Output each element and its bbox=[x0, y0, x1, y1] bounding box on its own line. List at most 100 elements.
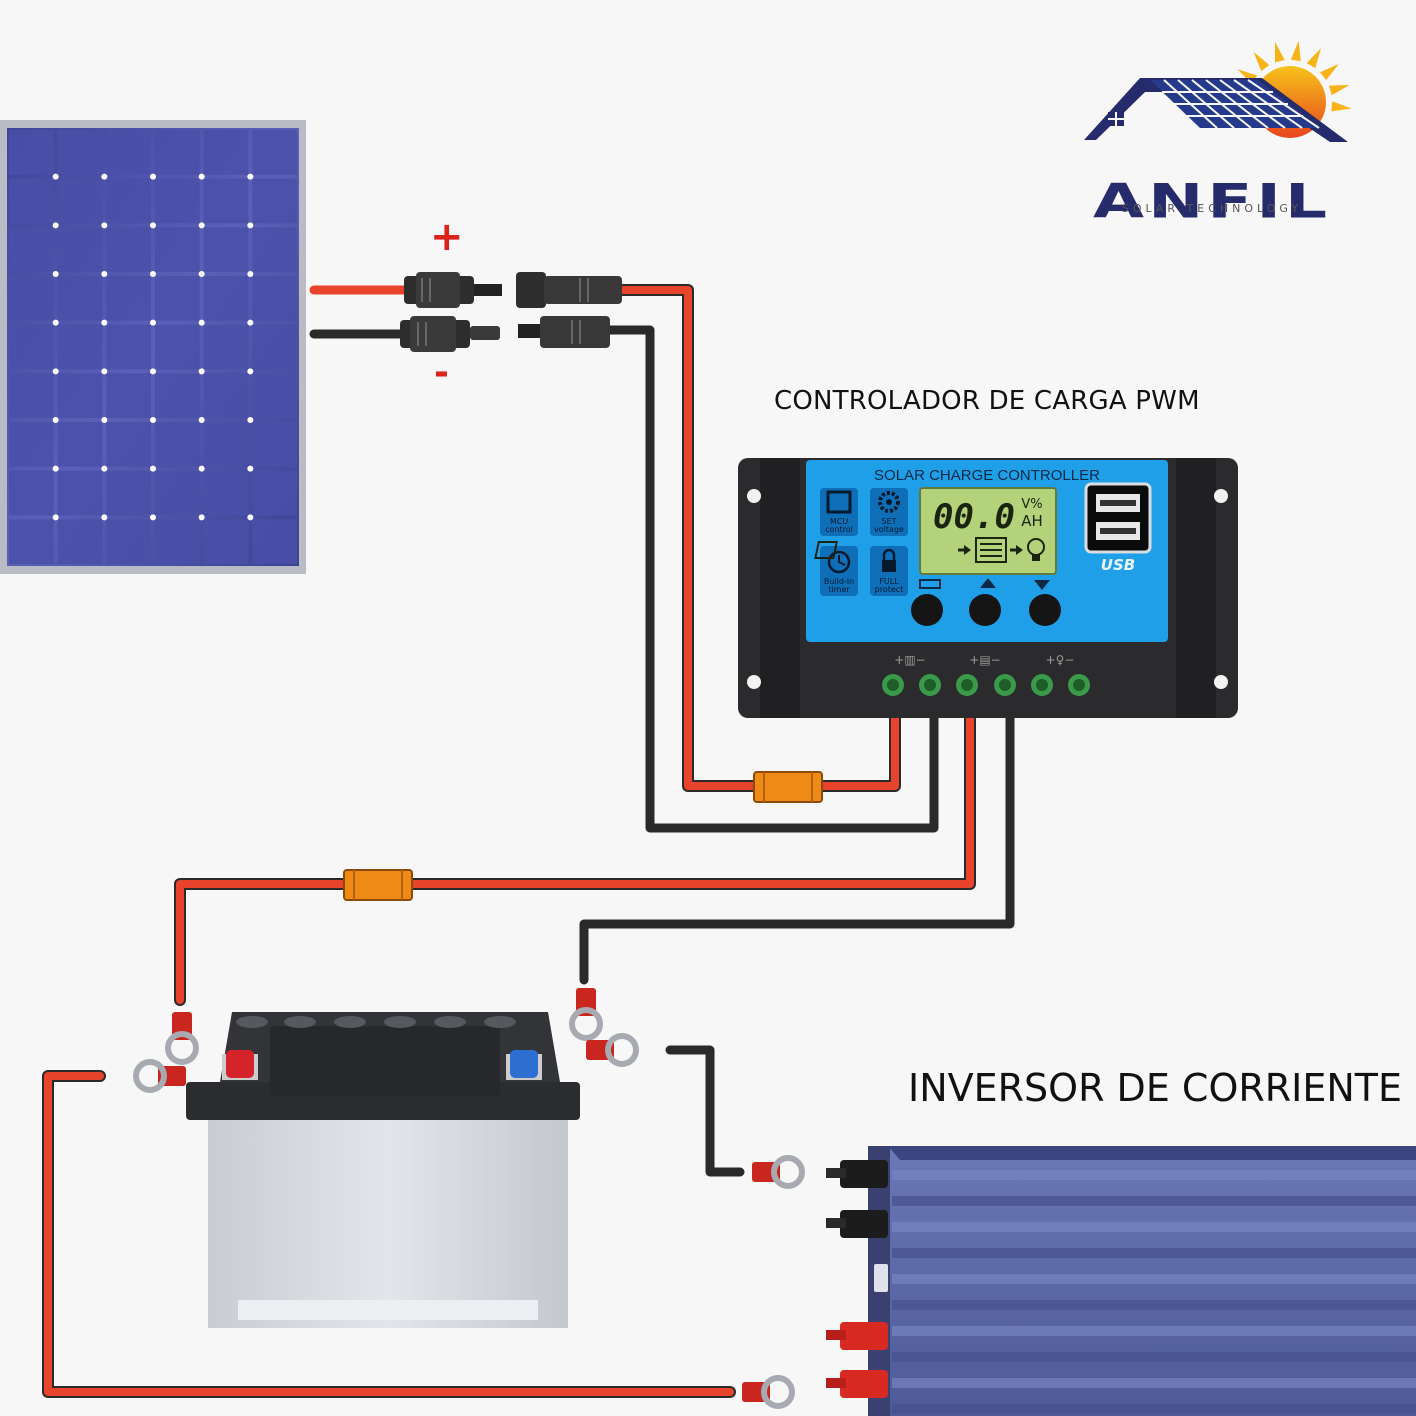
cell-junction bbox=[52, 271, 59, 277]
battery-negative-terminal bbox=[506, 1050, 542, 1080]
cell-junction bbox=[150, 417, 156, 423]
feature-4-line1: FULL bbox=[879, 577, 899, 586]
svg-text:+▤−: +▤− bbox=[969, 653, 1000, 667]
panel-cell bbox=[155, 276, 200, 321]
lcd-unit-bottom: AH bbox=[1021, 512, 1043, 530]
battery-negative-wire bbox=[579, 713, 1015, 985]
panel-cell bbox=[57, 227, 103, 272]
cell-junction bbox=[52, 222, 59, 229]
svg-text:+♀−: +♀− bbox=[1046, 653, 1075, 667]
usb-ports bbox=[1084, 482, 1152, 554]
battery-cap bbox=[384, 1016, 416, 1028]
pv-negative-wire bbox=[605, 325, 939, 833]
battery-caps bbox=[236, 1016, 516, 1028]
cell-junction bbox=[101, 319, 108, 326]
cell-junction bbox=[150, 514, 156, 521]
panel-cell bbox=[155, 422, 200, 467]
cell-junction bbox=[52, 319, 59, 326]
cell-junction bbox=[198, 417, 205, 423]
cell-junction bbox=[150, 271, 156, 277]
cell-junction bbox=[150, 222, 156, 229]
controller-button-down[interactable] bbox=[1029, 594, 1061, 626]
panel-cell bbox=[155, 130, 200, 175]
cell-junction bbox=[101, 514, 108, 521]
cell-junction bbox=[52, 368, 59, 375]
brand-tagline: SOLAR TECHNOLOGY bbox=[1121, 202, 1303, 215]
controller-label: CONTROLADOR DE CARGA PWM bbox=[774, 386, 1200, 416]
cell-junction bbox=[247, 319, 254, 326]
panel-cell bbox=[155, 227, 200, 272]
inverter-label: INVERSOR DE CORRIENTE bbox=[908, 1066, 1403, 1110]
cell-junction bbox=[247, 173, 254, 180]
battery-positive-terminal bbox=[222, 1050, 258, 1080]
charge-controller: SOLAR CHARGE CONTROLLER MCU control SET … bbox=[738, 458, 1238, 718]
panel-cell bbox=[155, 470, 200, 516]
inverter-fins bbox=[892, 1170, 1416, 1414]
lock-icon bbox=[870, 546, 908, 596]
house-roof-icon bbox=[1084, 78, 1348, 142]
feature-2-line1: SET bbox=[881, 517, 896, 526]
mc4-positive-male bbox=[404, 272, 502, 308]
panel-cell bbox=[203, 373, 249, 418]
feature-1-line1: MCU bbox=[830, 517, 848, 526]
cell-junction bbox=[52, 417, 59, 423]
fuse-battery bbox=[343, 869, 413, 901]
panel-cell bbox=[252, 276, 297, 321]
inverter-negative-wire bbox=[665, 1045, 745, 1177]
panel-cell bbox=[252, 130, 297, 175]
inverter-positive-terminals bbox=[826, 1322, 888, 1398]
cell-junction bbox=[247, 368, 254, 375]
ring-lug bbox=[752, 1155, 805, 1189]
battery-cap bbox=[484, 1016, 516, 1028]
panel-cell bbox=[252, 519, 297, 564]
ring-lug bbox=[586, 1033, 639, 1067]
positive-sign: + bbox=[430, 214, 464, 260]
cell-junction bbox=[150, 319, 156, 326]
panel-cell bbox=[106, 422, 151, 467]
panel-cell bbox=[106, 227, 151, 272]
panel-cell bbox=[155, 324, 200, 370]
feature-3-line2: timer bbox=[828, 585, 850, 594]
mc4-connectors bbox=[400, 272, 622, 352]
controller-button-menu[interactable] bbox=[911, 594, 943, 626]
battery-cap bbox=[236, 1016, 268, 1028]
panel-cell bbox=[106, 276, 151, 321]
panel-cell bbox=[203, 519, 249, 564]
cell-junction bbox=[52, 173, 59, 180]
mc4-negative-female bbox=[518, 316, 610, 348]
lcd-unit-top: V% bbox=[1021, 497, 1042, 512]
cell-junction bbox=[247, 417, 254, 423]
svg-text:+▥−: +▥− bbox=[894, 653, 925, 667]
ring-lug bbox=[165, 1012, 199, 1065]
gear-icon bbox=[870, 488, 908, 536]
controller-button-up[interactable] bbox=[969, 594, 1001, 626]
mc4-negative-male bbox=[400, 316, 500, 352]
panel-cell bbox=[9, 276, 54, 321]
panel-cell bbox=[252, 422, 297, 467]
cell-junction bbox=[101, 271, 108, 277]
cell-junction bbox=[198, 173, 205, 180]
panel-cell bbox=[203, 130, 249, 175]
panel-cell bbox=[9, 178, 54, 224]
panel-cell bbox=[252, 227, 297, 272]
cell-junction bbox=[52, 465, 59, 472]
panel-cell bbox=[9, 519, 54, 564]
brand-name: ANFIL bbox=[1092, 173, 1331, 230]
cell-junction bbox=[247, 514, 254, 521]
cell-junction bbox=[101, 417, 108, 423]
controller-terminals bbox=[882, 674, 1090, 696]
cell-junction bbox=[247, 271, 254, 277]
panel-cell bbox=[203, 422, 249, 467]
battery bbox=[186, 1012, 580, 1328]
controller-header: SOLAR CHARGE CONTROLLER bbox=[874, 467, 1100, 484]
panel-cell bbox=[203, 470, 249, 516]
battery-icon bbox=[975, 537, 1023, 563]
panel-cell bbox=[9, 373, 54, 418]
panel-cell bbox=[106, 373, 151, 418]
solar-panel bbox=[0, 120, 306, 574]
panel-cell bbox=[9, 130, 54, 175]
wires bbox=[42, 284, 1015, 1398]
brand-logo bbox=[1084, 40, 1352, 142]
chip-icon bbox=[820, 488, 858, 536]
panel-cell bbox=[106, 130, 151, 175]
